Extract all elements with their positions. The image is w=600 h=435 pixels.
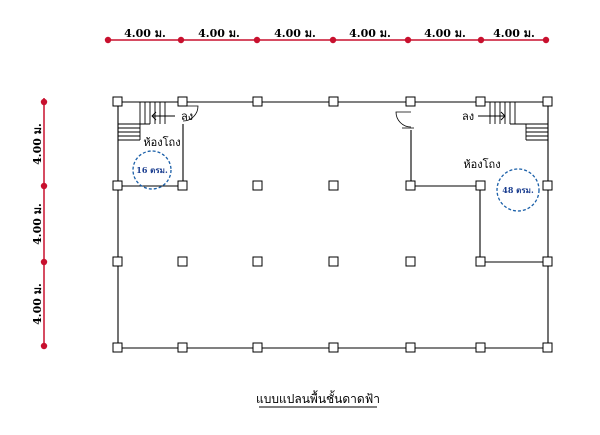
dim-label-v1: 4.00 ม. [31,123,44,165]
horizontal-dimension: 4.00 ม. 4.00 ม. 4.00 ม. 4.00 ม. 4.00 ม. … [104,27,550,44]
room-left-area: 16 ตรม. [136,165,168,175]
dim-label-h2: 4.00 ม. [198,27,240,40]
stair-left-label: ลง [181,110,193,123]
room-left-label: ห้องโถง [143,135,180,149]
room-right-area-circle [496,168,540,212]
dim-label-v2: 4.00 ม. [31,203,44,245]
room-left-area-circle [132,150,172,190]
stair-left [118,102,175,141]
vertical-dimension: 4.00 ม. 4.00 ม. 4.00 ม. [31,98,48,350]
dim-label-h4: 4.00 ม. [349,27,391,40]
door-left [182,105,199,122]
dim-label-h1: 4.00 ม. [124,27,166,40]
door-right [395,111,414,129]
stair-right-label: ลง [462,110,474,123]
dim-label-h3: 4.00 ม. [274,27,316,40]
room-right-label: ห้องโถง [463,157,500,171]
room-right-area: 48 ตรม. [502,185,534,195]
dim-label-h5: 4.00 ม. [424,27,466,40]
columns [112,96,553,353]
dim-label-v3: 4.00 ม. [31,283,44,325]
walls [117,101,549,349]
plan-title: แบบแปลนพื้นชั้นดาดฟ้า [256,390,380,406]
stair-right [478,102,548,141]
dim-label-h6: 4.00 ม. [493,27,535,40]
